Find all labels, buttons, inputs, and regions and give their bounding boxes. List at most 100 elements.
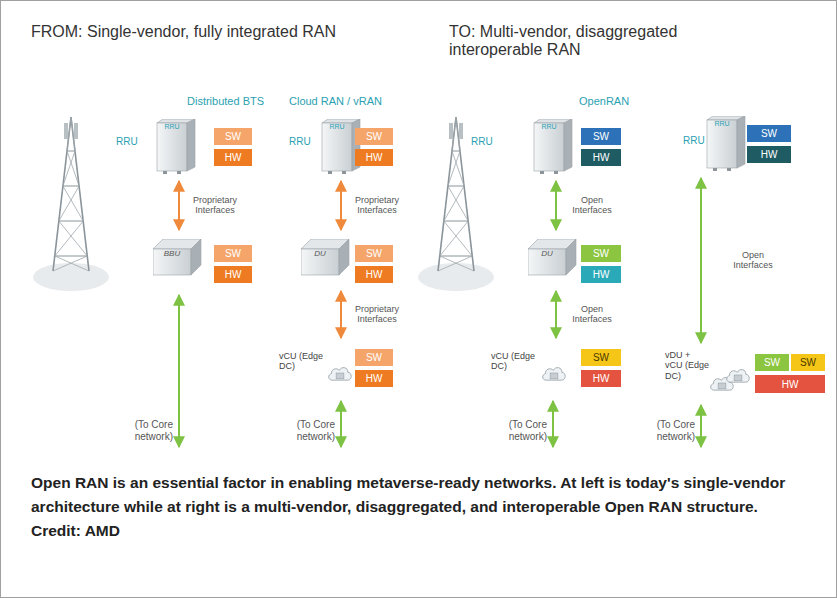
panel-heading: FROM: Single-vendor, fully integrated RA… [31,23,336,41]
layer-label: HW [782,379,799,390]
interface-label: Proprietary Interfaces [187,195,243,217]
equipment-group: DU SW HW [521,233,623,288]
cloud-icon [329,368,352,381]
interface-arrow [340,291,342,338]
cloud-icon [543,368,566,381]
layer-label: SW [366,248,382,259]
layer-label: SW [593,131,609,142]
device-label: DU [301,249,339,258]
device-label: vCU (Edge DC) [491,351,537,372]
component-box: SW [755,354,789,371]
component-box: SW [355,245,393,262]
cell-tower [33,117,109,291]
interface-label: Open Interfaces [725,250,781,272]
rru-device [707,116,745,171]
component-box: SW [791,354,825,371]
layer-label: SW [761,128,777,139]
equipment-group: RRU SW HW [683,113,795,175]
device-label: vCU (Edge DC) [279,351,325,372]
column-heading: Distributed BTS [187,95,297,108]
component-box: SW [581,128,621,145]
core-link [340,401,342,447]
device-label: RRU [322,123,352,131]
interface-arrow [700,178,702,343]
component-box: SW [214,128,252,145]
core-note: (To Core network) [283,419,335,442]
layer-label: SW [366,131,382,142]
layer-label: SW [225,248,241,259]
layer-label: HW [593,152,610,163]
interface-arrow [555,181,557,230]
device-label: RRU [683,135,707,147]
component-box: HW [355,266,393,283]
core-link [552,401,554,447]
du-device [528,239,576,275]
interface-arrow [340,181,342,230]
device-label: RRU [707,120,737,128]
component-box: HW [581,266,621,283]
equipment-group: RRU SW HW [289,116,397,178]
cloud-icon [727,370,750,383]
figure-caption: Open RAN is an essential factor in enabl… [31,471,811,543]
component-box: SW [581,245,621,262]
device-label: RRU [157,123,187,131]
rru-device [157,119,195,174]
device-label: RRU [534,123,564,131]
device-label: DU [528,249,566,258]
interface-label: Proprietary Interfaces [349,195,405,217]
component-box: HW [355,149,393,166]
rru-device [534,119,572,174]
core-note: (To Core network) [121,419,173,442]
panel-heading: TO: Multi-vendor, disaggregated interope… [449,23,754,60]
component-box: HW [747,146,791,163]
du-device [301,239,349,275]
component-box: HW [581,370,621,387]
column-heading: Cloud RAN / vRAN [289,95,409,108]
column-heading: OpenRAN [579,95,669,108]
core-note: (To Core network) [495,419,547,442]
device-label: BBU [153,249,191,258]
device-label: RRU [116,136,142,148]
equipment-group: vCU (Edge DC) SW HW [491,341,623,396]
core-link [700,405,702,447]
component-box: SW [214,245,252,262]
component-box: SW [355,128,393,145]
device-label: vDU + vCU (Edge DC) [665,350,709,381]
layer-label: HW [761,149,778,160]
layer-label: HW [225,152,242,163]
component-box: SW [355,349,393,366]
device-label: RRU [289,136,315,148]
component-box: HW [355,370,393,387]
component-box: SW [747,125,791,142]
component-box: HW [214,149,252,166]
layer-label: HW [366,152,383,163]
interface-label: Open Interfaces [564,195,620,217]
layer-label: SW [800,357,816,368]
layer-label: HW [593,269,610,280]
layer-label: HW [366,269,383,280]
device-label: RRU [471,136,497,148]
equipment-group: vCU (Edge DC) SW HW [279,341,393,396]
layer-label: HW [225,269,242,280]
equipment-group: RRU SW HW [463,116,623,178]
interface-label: Proprietary Interfaces [349,304,405,326]
layer-label: SW [225,131,241,142]
equipment-group: BBU SW HW [141,233,256,288]
bbu-device [153,239,201,275]
equipment-group: DU SW HW [296,233,399,288]
interface-arrow [555,291,557,338]
component-box: HW [755,375,825,393]
component-box: SW [581,349,621,366]
equipment-group: RRU SW HW [116,116,256,178]
interface-arrow [178,181,180,230]
component-box: HW [581,149,621,166]
layer-label: SW [593,352,609,363]
layer-label: SW [593,248,609,259]
layer-label: HW [366,373,383,384]
equipment-group: vDU + vCU (Edge DC) SW SWHW [665,346,827,401]
layer-label: HW [593,373,610,384]
core-note: (To Core network) [643,419,695,442]
layer-label: SW [764,357,780,368]
core-link [178,295,180,447]
